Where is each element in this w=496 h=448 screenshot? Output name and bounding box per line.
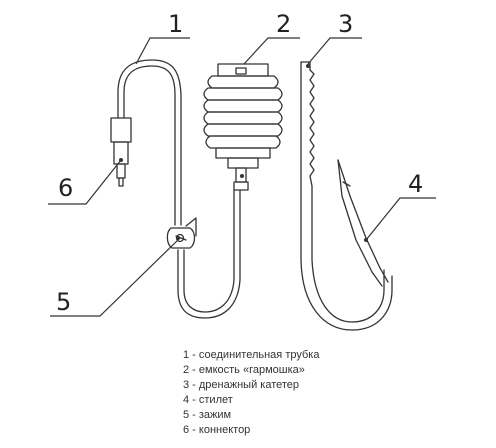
leader-lines	[48, 37, 436, 317]
callout-5: 5	[56, 288, 71, 316]
leader-5	[50, 237, 181, 317]
leader-6	[48, 159, 122, 205]
callout-3: 3	[338, 10, 353, 38]
legend-item-1: 1 - соединительная трубка	[183, 349, 320, 361]
leader-4	[365, 197, 436, 241]
connecting-tube	[117, 59, 241, 319]
drainage-catheter	[300, 61, 393, 331]
legend-item-2: 2 - емкость «гармошка»	[183, 364, 305, 376]
callout-4: 4	[408, 170, 423, 198]
connector	[110, 117, 132, 187]
legend-item-5: 5 - зажим	[183, 409, 232, 421]
legend-item-6: 6 - коннектор	[183, 424, 251, 436]
leader-1	[135, 37, 190, 65]
leader-3	[307, 37, 362, 65]
bellows-container	[203, 63, 283, 191]
callout-6: 6	[58, 174, 73, 202]
legend-item-4: 4 - стилет	[183, 394, 233, 406]
legend: 1 - соединительная трубка 2 - емкость «г…	[183, 348, 319, 438]
legend-item-3: 3 - дренажный катетер	[183, 379, 300, 391]
callout-2: 2	[276, 10, 291, 38]
leader-2	[243, 37, 300, 65]
callout-1: 1	[168, 10, 183, 38]
stylet	[337, 159, 389, 287]
clamp	[166, 217, 197, 249]
